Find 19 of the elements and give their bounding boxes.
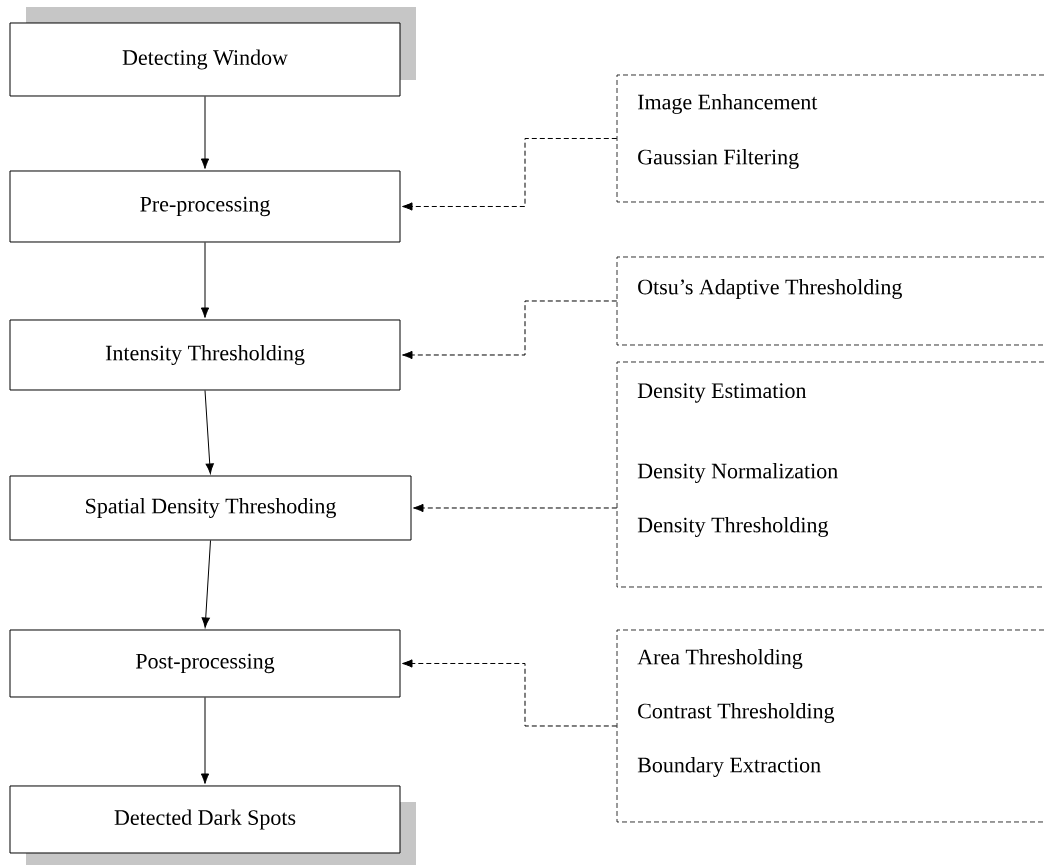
arrow: [200, 96, 210, 169]
arrow: [204, 390, 214, 474]
arrow: [200, 242, 210, 318]
process-box: Pre-processing: [9, 170, 401, 243]
dashed-arrow: [402, 659, 618, 727]
method-box: Area Thresholding Contrast Thresholding Boundary Extraction: [616, 629, 1045, 823]
arrow: [201, 540, 211, 628]
dashed-arrow: [402, 300, 618, 360]
dashed-arrow: [402, 138, 618, 211]
process-box: Post-processing: [9, 629, 401, 698]
dashed-arrow: [413, 503, 618, 513]
method-box: Otsu’s Adaptive Thresholding: [616, 256, 1045, 346]
process-box: Detecting Window: [9, 7, 416, 97]
process-box: Spatial Density Threshoding: [9, 475, 412, 541]
process-box: Intensity Thresholding: [9, 319, 401, 391]
method-box: Image Enhancement Gaussian Filtering: [616, 74, 1045, 203]
arrow: [200, 697, 210, 784]
method-box: Density Estimation Density Normalization Density Thresholding: [616, 361, 1045, 588]
process-box: Detected Dark Spots: [9, 785, 416, 865]
